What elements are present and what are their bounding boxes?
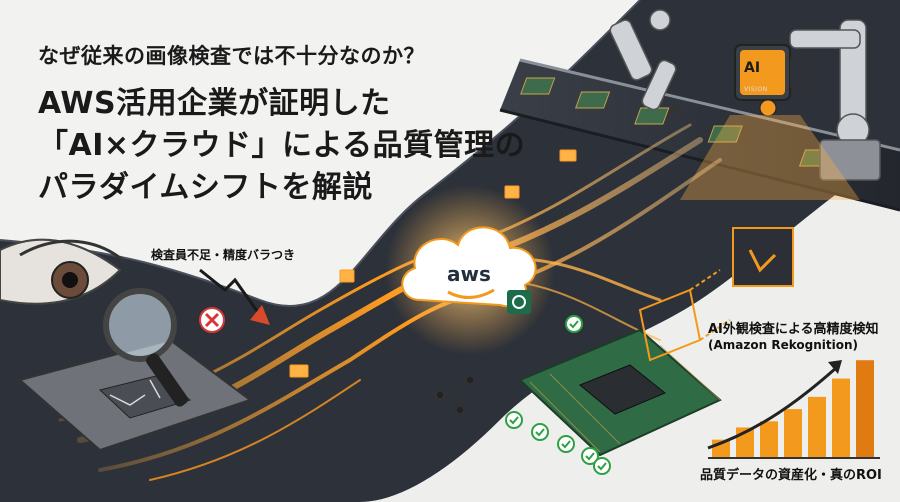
check-icon-mark: [597, 462, 607, 471]
check-icon: [581, 447, 599, 465]
camera-badge: AI: [744, 60, 761, 76]
roi-bar: [784, 409, 802, 458]
aws-cloud: [401, 226, 537, 308]
check-icon-mark: [585, 452, 595, 461]
robot-arm-left: [609, 9, 685, 120]
inspection-frame: [732, 227, 794, 287]
camera-badge-sub: VISION: [744, 86, 768, 93]
roi-bar: [856, 360, 874, 458]
roi-bar: [832, 378, 850, 458]
node-graph: [435, 375, 475, 415]
headline-line-3: 「AI×クラウド」による品質管理の: [38, 128, 526, 163]
roi-bar: [808, 396, 826, 458]
ai-camera: [680, 44, 860, 200]
headline-line-4: パラダイムシフトを解説: [38, 170, 373, 205]
light-panel: [360, 150, 900, 502]
check-icon: [593, 457, 611, 475]
conveyor-belt: [499, 58, 900, 212]
stream-icons: [289, 149, 577, 378]
check-icon-mark: [569, 320, 579, 329]
declining-arrow-head: [250, 305, 270, 325]
check-icon-mark: [561, 440, 571, 449]
check-icon-mark: [535, 428, 545, 437]
magnifier: [103, 288, 188, 407]
headline-line-1: なぜ従来の画像検査では不十分なのか？: [38, 44, 425, 68]
declining-arrow: [199, 268, 264, 319]
eye-illustration: [0, 238, 126, 305]
ai-inspection-subcaption: (Amazon Rekognition): [708, 338, 858, 352]
rekognition-icon: [507, 290, 531, 314]
aws-smile: [447, 288, 495, 299]
roi-trend-arrow: [707, 366, 837, 450]
detection-box: [638, 269, 731, 362]
pcb-board: [518, 328, 722, 457]
check-icon: [557, 435, 575, 453]
problem-caption: 検査員不足・精度バラつき: [151, 248, 296, 262]
error-marker: [199, 307, 225, 333]
roi-bar: [760, 421, 778, 458]
check-marks: [505, 315, 611, 475]
roi-trend-arrow-head: [828, 360, 842, 374]
check-icon: [505, 411, 523, 429]
check-icon: [565, 315, 583, 333]
headline-line-2: AWS活用企業が証明した: [38, 86, 391, 121]
check-icon: [531, 423, 549, 441]
ai-inspection-caption: AI外観検査による高精度検知: [708, 322, 879, 337]
cracked-chip: [17, 338, 253, 452]
aws-logo: aws: [447, 262, 491, 286]
check-icon-mark: [509, 416, 519, 425]
roi-caption: 品質データの資産化・真のROI: [700, 468, 882, 483]
robot-arm-right: [789, 19, 881, 181]
